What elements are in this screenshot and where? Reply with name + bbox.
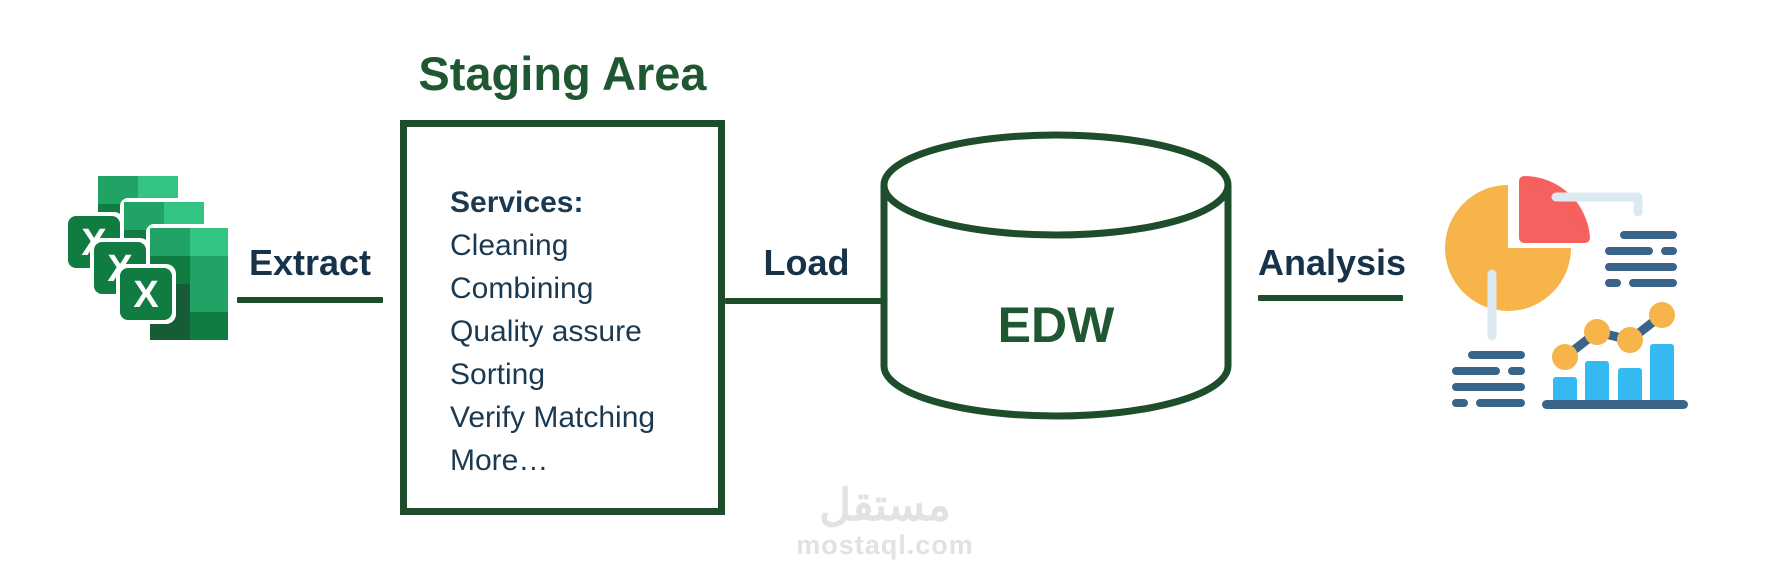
services-heading: Services: bbox=[450, 186, 584, 219]
text-lines-top bbox=[1605, 231, 1677, 287]
cylinder-top bbox=[880, 131, 1232, 239]
service-item: Sorting bbox=[450, 358, 546, 391]
load-connector-line bbox=[725, 298, 888, 304]
watermark-domain: mostaql.com bbox=[796, 530, 974, 560]
extract-connector-line bbox=[237, 297, 383, 303]
services-list: Services: Cleaning Combining Quality ass… bbox=[450, 181, 655, 482]
analysis-label: Analysis bbox=[1258, 242, 1407, 283]
service-item: More… bbox=[450, 444, 549, 477]
staging-area-title: Staging Area bbox=[418, 47, 707, 100]
service-item: Quality assure bbox=[450, 315, 642, 348]
excel-x-glyph: X bbox=[133, 274, 159, 316]
staging-area-box: Services: Cleaning Combining Quality ass… bbox=[400, 120, 725, 515]
database-cylinder-icon: EDW bbox=[880, 131, 1232, 420]
pie-chart-icon bbox=[1445, 175, 1643, 341]
extract-label: Extract bbox=[248, 242, 372, 283]
edw-label: EDW bbox=[998, 297, 1115, 353]
analysis-connector-line bbox=[1258, 295, 1403, 301]
text-lines-bottom bbox=[1452, 351, 1525, 407]
cylinder-body bbox=[880, 185, 1232, 420]
watermark-logo: مستقل bbox=[819, 481, 951, 530]
bar-chart-icon bbox=[1542, 344, 1688, 409]
service-item: Combining bbox=[450, 272, 594, 305]
excel-file-front: X bbox=[116, 224, 228, 348]
load-label: Load bbox=[763, 242, 850, 283]
charts-icon bbox=[1445, 175, 1688, 409]
excel-files-icon: X X bbox=[64, 172, 228, 348]
callout-line bbox=[1551, 192, 1643, 217]
watermark: مستقل mostaql.com bbox=[775, 480, 995, 560]
line-chart-icon bbox=[1552, 302, 1675, 370]
service-item: Verify Matching bbox=[450, 401, 656, 434]
service-item: Cleaning bbox=[450, 229, 569, 262]
